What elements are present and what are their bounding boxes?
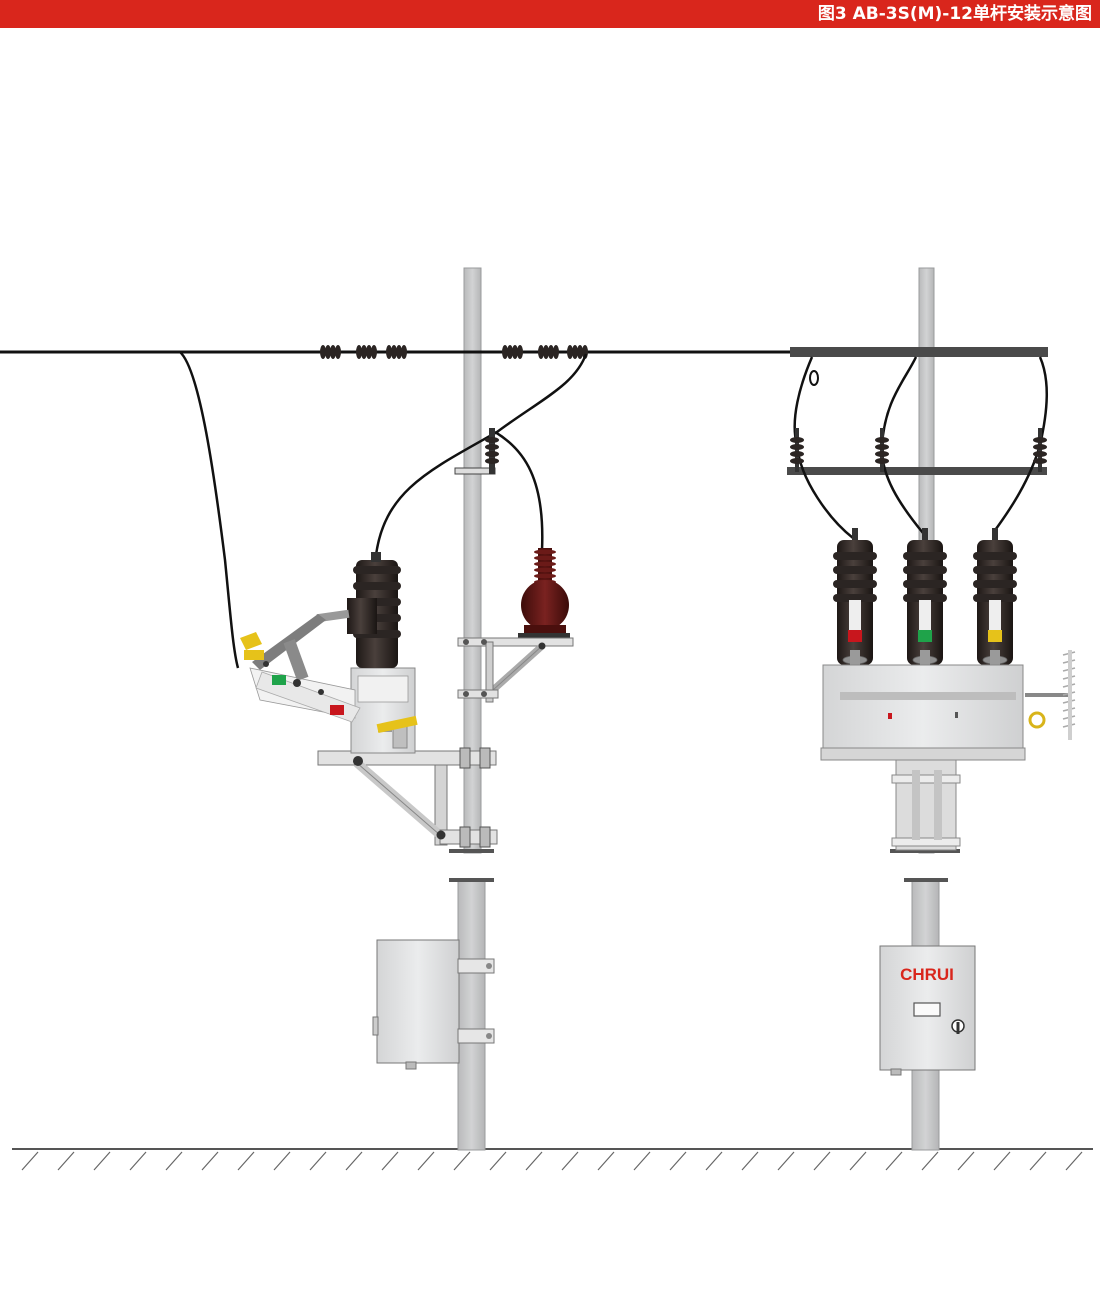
right-pin-insulators [790,428,1047,472]
strain-insulators [320,345,588,359]
isolating-switch [240,614,418,734]
figure-title: 图3 AB-3S(M)-12单杆安装示意图 [817,4,1092,24]
ground [12,1148,1093,1171]
title-bar: 图3 AB-3S(M)-12单杆安装示意图 [0,0,1100,28]
cabinet-brand: CHRUI [900,965,954,984]
right-breaker-body [820,650,1076,851]
left-pin-insulator [454,428,499,475]
right-control-cabinet: CHRUI [879,945,976,1076]
left-breaker-bracket [317,747,498,848]
left-control-cabinet [372,939,495,1070]
right-crossarms [787,347,1048,475]
voltage-transformer [457,548,574,703]
left-pole [449,267,494,1151]
left-drop-cables [179,351,588,669]
